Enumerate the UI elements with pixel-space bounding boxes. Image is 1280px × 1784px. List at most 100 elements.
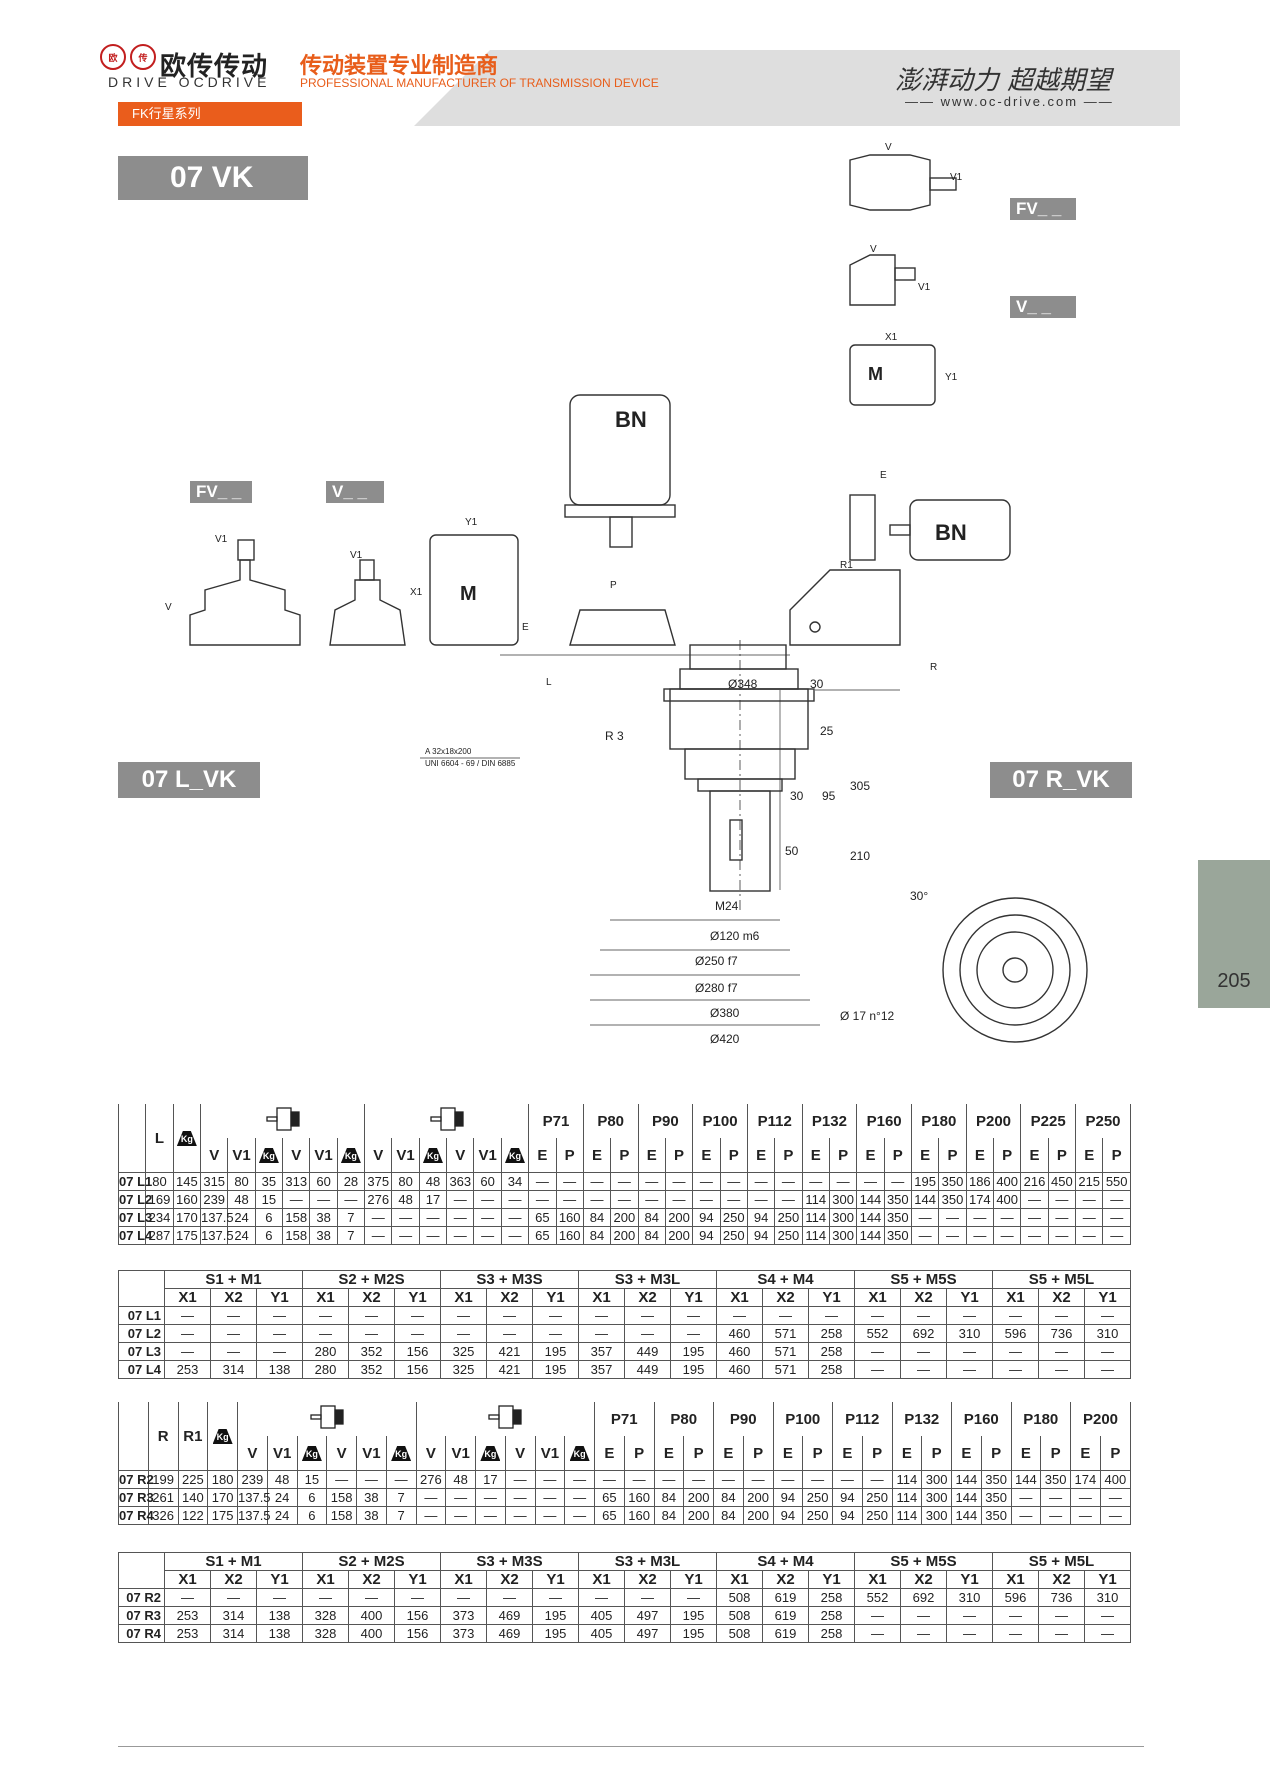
v-tag-left: V_ _ (326, 481, 384, 503)
table-cell: 156 (394, 1606, 441, 1625)
table-cell (200, 1104, 366, 1138)
table-cell: 156 (394, 1624, 441, 1643)
motor-head: P80 (653, 1402, 714, 1436)
technical-drawing: BN M M BN Ø348 R 3 30 25 305 95 30 50 21… (165, 142, 1088, 1046)
table-cell: — (772, 1470, 804, 1489)
table-cell: — (418, 1226, 448, 1245)
table-cell: E (856, 1138, 885, 1173)
table-cell: P (861, 1436, 893, 1471)
table-cell: 619 (762, 1624, 809, 1643)
table-cell: 17 (418, 1190, 448, 1209)
table-cell: 84 (582, 1208, 612, 1227)
table-cell: — (1084, 1360, 1131, 1379)
table-cell: 195 (532, 1624, 579, 1643)
table-cell: 144 (856, 1226, 885, 1245)
table-cell: 80 (145, 1172, 174, 1191)
table-cell: 80 (227, 1172, 256, 1191)
table-cell: — (774, 1190, 803, 1209)
table-cell: 596 (992, 1324, 1039, 1343)
table-cell (118, 1270, 165, 1307)
table-cell: 571 (762, 1360, 809, 1379)
table-cell: 239 (237, 1470, 268, 1489)
table-cell (118, 1402, 149, 1471)
group-head: S3 + M3L (578, 1270, 717, 1289)
table-cell: X2 (624, 1570, 671, 1589)
table-cell: Y1 (394, 1570, 441, 1589)
table-cell: P (828, 1138, 858, 1173)
table-cell: — (1020, 1190, 1049, 1209)
table-cell: Y1 (532, 1288, 579, 1307)
table-cell: V (200, 1138, 229, 1173)
table-cell: — (719, 1190, 748, 1209)
table-cell: 315 (200, 1172, 229, 1191)
table-cell: — (802, 1470, 833, 1489)
table-cell: E (1010, 1436, 1042, 1471)
table-cell: 174 (1070, 1470, 1101, 1489)
table-cell: — (500, 1190, 530, 1209)
table-cell: V (364, 1138, 393, 1173)
weight-icon: Kg (569, 1446, 590, 1462)
table-cell: 326 (147, 1506, 179, 1525)
table-cell: — (774, 1172, 803, 1191)
table-cell: 250 (719, 1208, 748, 1227)
table-cell: 144 (1010, 1470, 1042, 1489)
table-cell: Y1 (256, 1288, 303, 1307)
table-cell: 325 (440, 1342, 487, 1361)
table-cell: 137.5 (237, 1506, 271, 1525)
table-cell: 280 (302, 1360, 349, 1379)
table-cell: 17 (475, 1470, 506, 1489)
table-cell: 552 (854, 1324, 901, 1343)
table-cell: — (1047, 1208, 1077, 1227)
table-cell: — (1084, 1342, 1131, 1361)
table-cell: 261 (147, 1488, 179, 1507)
table-cell: 175 (207, 1506, 238, 1525)
table-cell: 571 (762, 1324, 809, 1343)
table-cell: X2 (624, 1288, 671, 1307)
table-cell: Y1 (808, 1288, 855, 1307)
table-cell: 258 (808, 1606, 855, 1625)
table-cell: — (475, 1506, 506, 1525)
table-cell: 138 (256, 1360, 303, 1379)
table-cell: 300 (828, 1208, 858, 1227)
table-cell: — (670, 1306, 717, 1325)
website-url: www.oc-drive.com (940, 94, 1079, 109)
table-cell: — (418, 1208, 448, 1227)
table-cell: — (578, 1588, 625, 1607)
flange-circle-mid (959, 914, 1071, 1026)
table-cell: — (856, 1172, 885, 1191)
dim-25: 25 (820, 724, 834, 738)
motor-head: P225 (1020, 1104, 1077, 1138)
row-label: 07 R3 (118, 1488, 154, 1507)
table-cell: — (801, 1172, 830, 1191)
dim-v1-left-b: V1 (350, 550, 363, 561)
table-cell: 160 (172, 1190, 202, 1209)
table-cell: 38 (309, 1208, 338, 1227)
table-cell: — (1020, 1226, 1049, 1245)
m-motor-left (429, 534, 519, 646)
table-cell: 137.5 (200, 1226, 234, 1245)
table-cell: 144 (856, 1190, 885, 1209)
table-cell: 314 (210, 1606, 257, 1625)
motor-head: P90 (637, 1104, 694, 1138)
table-cell: 314 (210, 1624, 257, 1643)
tagline-en: PROFESSIONAL MANUFACTURER OF TRANSMISSIO… (300, 76, 659, 90)
table-cell: — (500, 1208, 530, 1227)
table-cell: — (1084, 1624, 1131, 1643)
table-cell: — (256, 1342, 303, 1361)
group-head: S1 + M1 (164, 1552, 303, 1571)
table-cell: — (256, 1324, 303, 1343)
series-label: FK行星系列 (118, 102, 302, 126)
table-cell: 421 (486, 1342, 533, 1361)
table-cell: 300 (828, 1190, 858, 1209)
table-cell: — (624, 1306, 671, 1325)
table-cell: 421 (486, 1360, 533, 1379)
table-cell: 160 (555, 1226, 584, 1245)
table-cell: 114 (891, 1470, 923, 1489)
